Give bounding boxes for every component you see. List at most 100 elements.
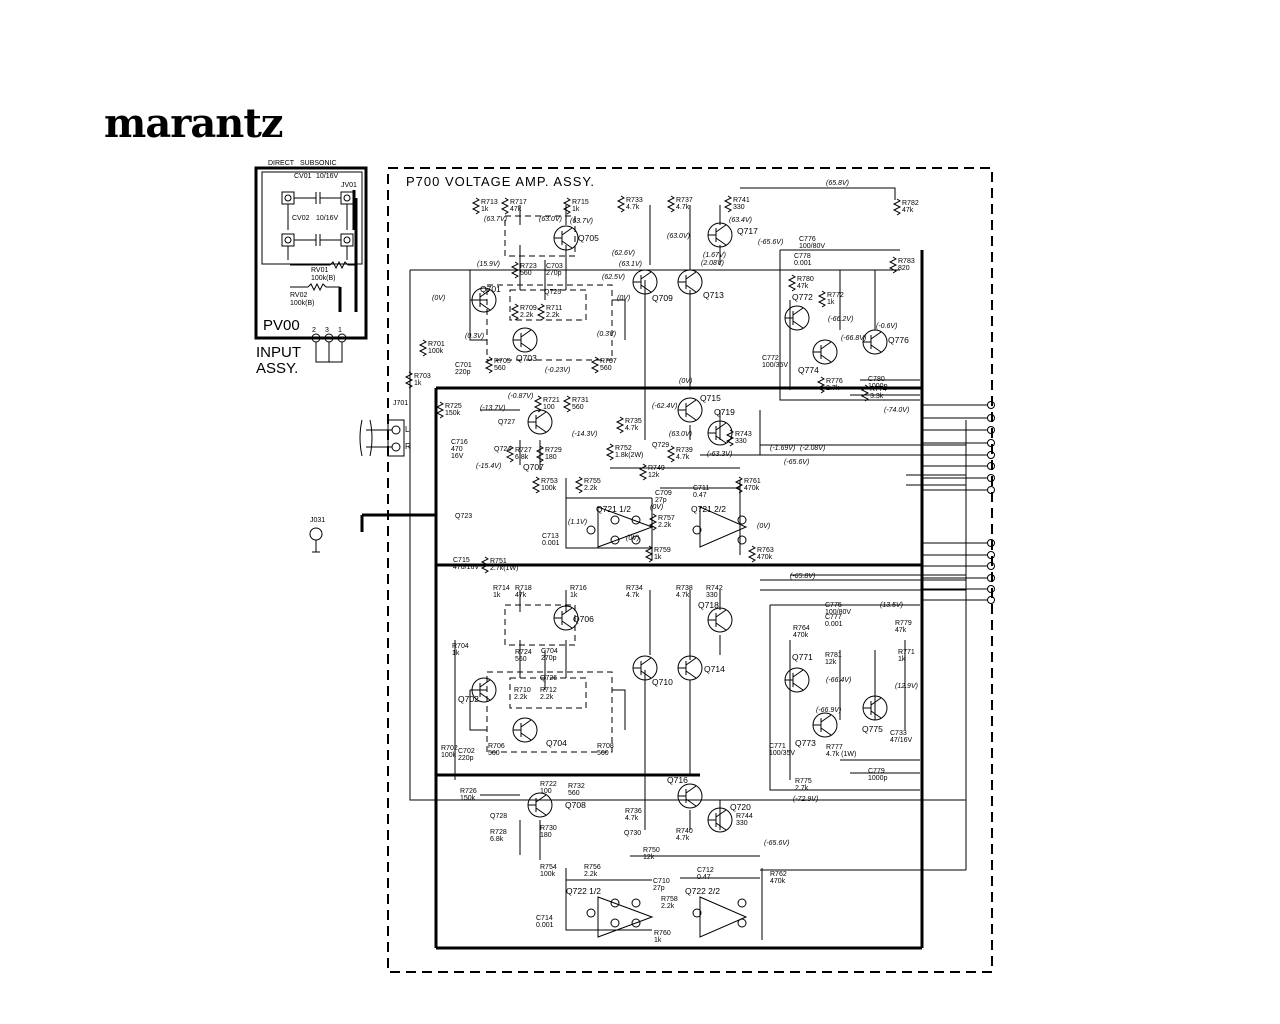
- resistor-r776: R776: [826, 378, 843, 385]
- resistor-r704: R704: [452, 643, 469, 650]
- resistor-r743-value: 330: [735, 438, 747, 445]
- resistor-r703-symbol: [404, 371, 414, 389]
- resistor-r731: R731: [572, 397, 589, 404]
- resistor-r732-value: 560: [568, 790, 580, 797]
- voltage-624: (-62.4V): [652, 403, 677, 410]
- resistor-r721-symbol: [533, 395, 543, 413]
- voltage-631: (63.1V): [619, 261, 642, 268]
- resistor-r718-value: 47k: [515, 592, 527, 599]
- q717-symbol: [708, 224, 727, 246]
- q725-label: Q725: [544, 289, 561, 296]
- capacitor-c701: C701: [455, 362, 472, 369]
- resistor-r755-value: 2.2k: [584, 485, 598, 492]
- resistor-r757: R757: [658, 515, 675, 522]
- q720-symbol: [708, 809, 727, 831]
- resistor-r744: R744: [736, 813, 753, 820]
- resistor-r763-value: 470k: [757, 554, 773, 561]
- voltage-656b: (-65.6V): [784, 459, 809, 466]
- resistor-r725: R725: [445, 403, 462, 410]
- resistor-r701: R701: [428, 341, 445, 348]
- voltage-630: (63.0V): [539, 216, 562, 223]
- resistor-r703: R703: [414, 373, 431, 380]
- voltage-0e: (0V): [626, 535, 639, 542]
- resistor-r701-value: 100k: [428, 348, 444, 355]
- resistor-r713-symbol: [471, 197, 481, 215]
- q715-symbol: [678, 399, 697, 421]
- resistor-r731-symbol: [562, 395, 572, 413]
- q706-label: Q706: [573, 614, 594, 624]
- resistor-r774-symbol: [860, 384, 870, 402]
- capacitor-c772: C772: [762, 355, 779, 362]
- resistor-r715: R715: [572, 199, 589, 206]
- q708-symbol: [528, 794, 547, 816]
- resistor-r763: R763: [757, 547, 774, 554]
- resistor-r742: R742: [706, 585, 723, 592]
- capacitor-c780: C780: [868, 376, 885, 383]
- resistor-r711: R711: [546, 305, 562, 312]
- resistor-r783-value: 820: [898, 265, 910, 272]
- resistor-r753-value: 100k: [541, 485, 557, 492]
- voltage-662: (-66.2V): [828, 316, 853, 323]
- resistor-r782-symbol: [892, 198, 902, 216]
- voltage-740: (-74.0V): [884, 407, 909, 414]
- voltage-023: (-0.23V): [545, 367, 570, 374]
- resistor-r752-symbol: [605, 443, 615, 461]
- resistor-r756: R756: [584, 864, 601, 871]
- resistor-r721-value: 100: [543, 404, 555, 411]
- jv01-label: JV01: [341, 182, 357, 189]
- resistor-r713-value: 1k: [481, 206, 489, 213]
- resistor-r776-value: 2.7k: [826, 385, 840, 392]
- resistor-r781-value: 12k: [825, 659, 837, 666]
- resistor-r727-value: 6.8k: [515, 454, 529, 461]
- resistor-r733: R733: [626, 197, 643, 204]
- capacitor-c733: C733: [890, 730, 907, 737]
- capacitor-c733-value: 47/16V: [890, 737, 913, 744]
- input-assy-box: DIRECT SUBSONIC CV01 10/16V JV01 CV02 10…: [254, 160, 368, 377]
- capacitor-c704-value: 270p: [541, 655, 557, 662]
- resistor-r760: R760: [654, 930, 671, 937]
- q706-symbol: [554, 607, 573, 629]
- resistor-r736: R736: [625, 808, 642, 815]
- resistor-r774: R774: [870, 386, 887, 393]
- pv00-label: PV00: [263, 317, 300, 334]
- q773-symbol: [813, 714, 832, 736]
- resistor-r727-symbol: [505, 445, 515, 463]
- resistor-r755: R755: [584, 478, 601, 485]
- resistor-r710: R710: [514, 687, 531, 694]
- resistor-r755-symbol: [574, 476, 584, 494]
- resistor-r772-symbol: [817, 290, 827, 308]
- capacitor-c780-value: 1000p: [868, 383, 888, 390]
- resistor-r723: R723: [520, 263, 537, 270]
- j031-jack: J031: [309, 513, 436, 553]
- resistor-r729-value: 180: [545, 454, 557, 461]
- cv02-label: CV02: [292, 215, 310, 222]
- voltage-137: (-13.7V): [480, 405, 505, 412]
- resistor-r709-symbol: [510, 303, 520, 321]
- resistor-r743-symbol: [725, 429, 735, 447]
- resistor-r751: R751: [490, 558, 507, 565]
- q703-label: Q703: [516, 353, 537, 363]
- resistor-r735-value: 4.7k: [625, 425, 639, 432]
- resistor-r710-value: 2.2k: [514, 694, 528, 701]
- capacitor-c716-value: 470: [451, 446, 463, 453]
- resistor-r749: R749: [648, 465, 665, 472]
- resistor-r741: R741: [733, 197, 750, 204]
- q774-symbol: [813, 341, 832, 363]
- voltage-625: (62.5V): [602, 274, 625, 281]
- resistor-r738-value: 4.7k: [676, 592, 690, 599]
- voltage-668: (-66.8V): [841, 335, 866, 342]
- q717-label: Q717: [737, 226, 758, 236]
- board-title: P700 VOLTAGE AMP. ASSY.: [406, 174, 595, 189]
- q713-symbol: [678, 271, 697, 293]
- capacitor-c703: C703: [546, 263, 563, 270]
- capacitor-c777: C777: [825, 614, 842, 621]
- resistor-r739-symbol: [666, 445, 676, 463]
- voltage-664: (-66.4V): [826, 677, 851, 684]
- voltage-0d: (0V): [650, 504, 663, 511]
- resistor-r779: R779: [895, 620, 912, 627]
- q714-label: Q714: [704, 664, 725, 674]
- q727-label: Q727: [498, 419, 515, 426]
- resistor-r759-value: 1k: [654, 554, 662, 561]
- resistor-r777-value: 4.7k (1W): [826, 751, 856, 758]
- resistor-r738: R738: [676, 585, 693, 592]
